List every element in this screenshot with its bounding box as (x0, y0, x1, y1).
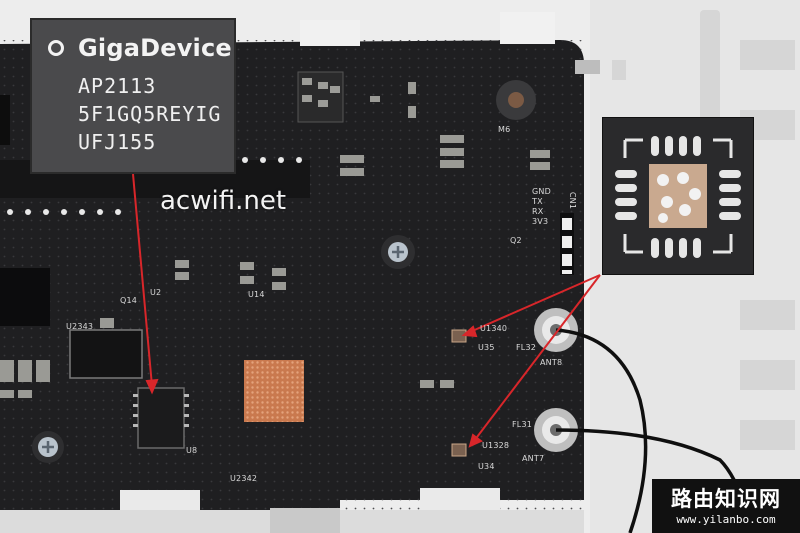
flash-chip-on-board (137, 387, 185, 449)
annotation-arrows (132, 173, 601, 448)
chip-line-1: AP2113 (78, 74, 157, 98)
silk-u8: U8 (186, 446, 198, 455)
site-badge: 路由知识网 www.yilanbo.com (652, 479, 800, 533)
chip-line-3: UFJ155 (78, 130, 157, 154)
enclosure-ribs (612, 10, 795, 450)
gigadevice-logo-icon (48, 40, 64, 56)
silk-m6: M6 (498, 125, 511, 134)
watermark: acwifi.net (160, 186, 287, 216)
silk-q14: Q14 (120, 296, 138, 305)
silk-gnd: GND (532, 187, 551, 196)
flash-chip-zoom: GigaDevice AP2113 5F1GQ5REYIG UFJ155 (30, 18, 236, 174)
silk-3v3: 3V3 (532, 217, 549, 226)
silk-cn1: CN1 (568, 191, 578, 210)
silk-u2: U2 (150, 288, 162, 297)
silk-rx: RX (532, 207, 544, 216)
silk-u35: U35 (478, 343, 495, 352)
mounting-screws (32, 80, 536, 463)
site-url: www.yilanbo.com (676, 513, 776, 526)
silk-fl32: FL32 (516, 343, 537, 352)
silk-u1340: U1340 (480, 324, 508, 333)
silk-u1328: U1328 (482, 441, 510, 450)
passive-components (0, 71, 550, 398)
silk-q2: Q2 (510, 236, 522, 245)
silk-fl31: FL31 (512, 420, 533, 429)
left-module (0, 268, 50, 326)
u2343-chip (69, 329, 143, 379)
site-name: 路由知识网 (671, 487, 781, 511)
silk-ant8: ANT8 (540, 358, 563, 367)
chip-brand: GigaDevice (78, 34, 232, 62)
silk-tx: TX (532, 197, 543, 206)
silk-u2342: U2342 (230, 474, 258, 483)
u35-chip (451, 329, 467, 343)
silk-u34: U34 (478, 462, 495, 471)
bga-copper-area (244, 360, 304, 422)
silk-u14: U14 (248, 290, 265, 299)
chip-line-2: 5F1GQ5REYIG (78, 102, 222, 126)
uart-header-pads (560, 213, 574, 275)
silk-u2343: U2343 (66, 322, 94, 331)
qfn-pad-illustration (603, 118, 753, 274)
u34-chip (451, 443, 467, 457)
silk-ant7: ANT7 (522, 454, 545, 463)
qfn-pad-zoom (602, 117, 754, 275)
